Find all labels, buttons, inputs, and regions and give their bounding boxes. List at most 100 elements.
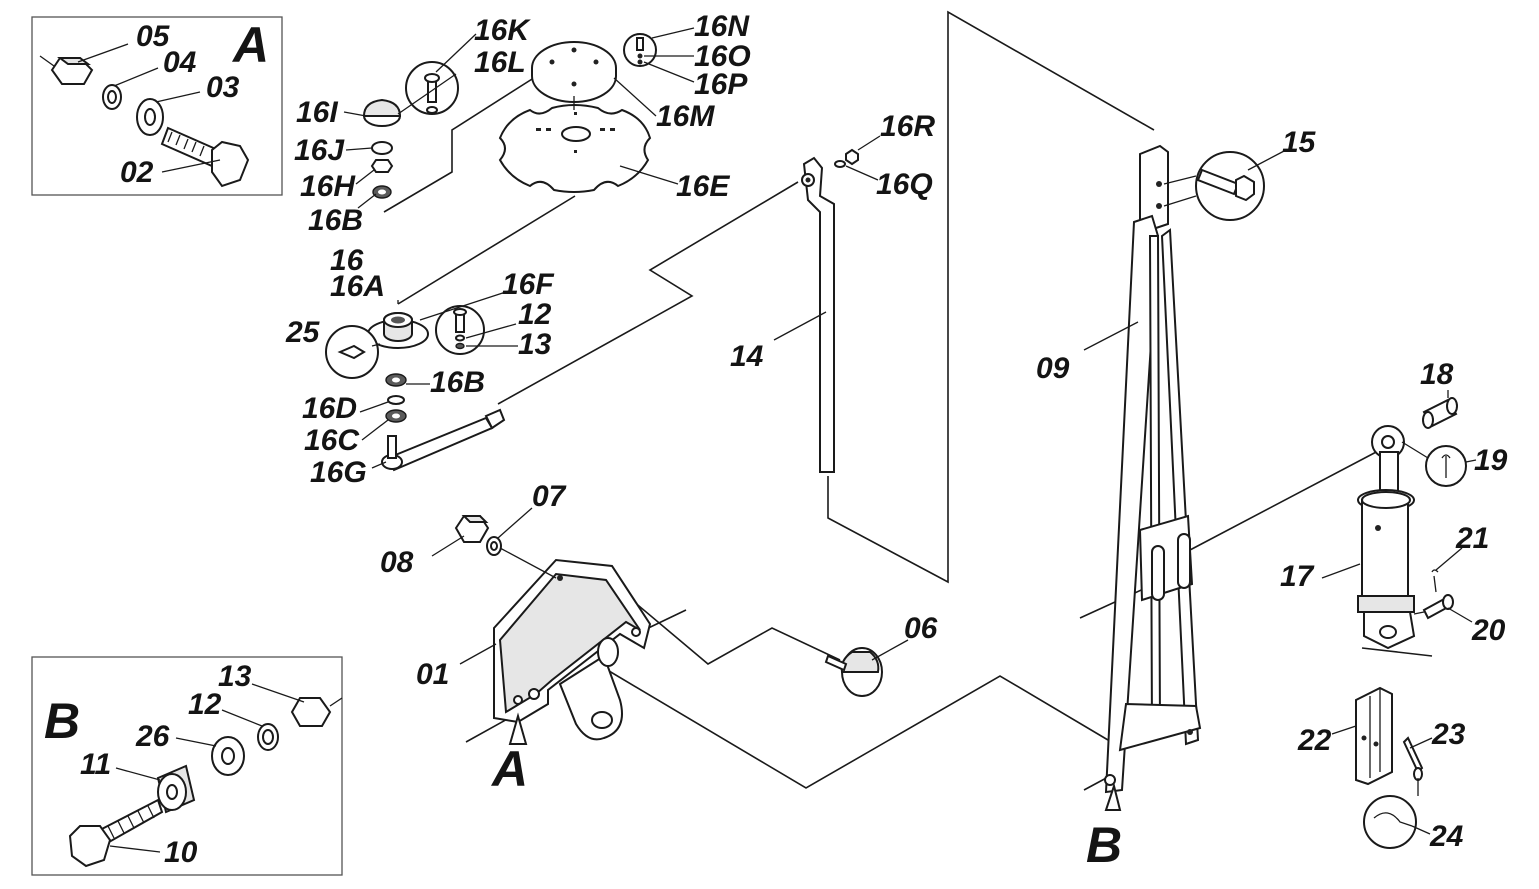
bracket-01: A 07 08 01 06 xyxy=(380,480,938,797)
leader-19 xyxy=(1465,459,1477,463)
label-16K: 16K xyxy=(474,14,531,47)
notched-disc-16E xyxy=(498,104,652,193)
axis-a xyxy=(39,55,55,67)
leader-16M xyxy=(613,77,657,117)
mast-hole xyxy=(1156,181,1162,187)
leader-07 xyxy=(497,507,533,539)
leader-15-link xyxy=(1163,175,1197,185)
leader-16R xyxy=(857,135,881,151)
label-10: 10 xyxy=(164,836,198,869)
disc-bolt-holes xyxy=(536,112,615,153)
shaft-16G xyxy=(386,416,494,472)
leader-16G xyxy=(371,461,387,469)
leader-15-link2 xyxy=(1163,195,1197,207)
leader-21 xyxy=(1435,547,1463,571)
label-25: 25 xyxy=(285,316,321,349)
channel-hole xyxy=(1373,741,1379,747)
disc-assembly: 16K 16L 16N 16O 16P 16I 16J 16H 16B 16M … xyxy=(294,10,751,237)
cylinder-port xyxy=(1375,525,1381,531)
label-13b: 13 xyxy=(218,660,252,693)
washer-16O xyxy=(637,53,643,59)
leader-16K xyxy=(435,33,477,73)
channel-hole xyxy=(1361,735,1367,741)
leader-16P xyxy=(643,61,695,83)
mast-09-right-leg xyxy=(1160,228,1200,746)
shaft-16G-pin xyxy=(387,435,397,459)
washer-16L xyxy=(426,106,438,114)
mast-hole xyxy=(1156,203,1162,209)
label-16M: 16M xyxy=(656,100,715,133)
channel-22 xyxy=(1355,686,1393,786)
mast-base-hole xyxy=(1187,729,1193,735)
bracket-01-inner xyxy=(498,572,641,714)
leader-16I xyxy=(343,111,367,117)
label-22: 22 xyxy=(1297,724,1332,757)
line-arm-to-mast xyxy=(827,10,1155,584)
label-16I: 16I xyxy=(296,96,338,129)
washer-12-hole xyxy=(262,729,274,745)
axis-07 xyxy=(499,547,557,579)
leader-24 xyxy=(1411,825,1431,835)
bolt-10-thread xyxy=(107,805,155,839)
leader-03 xyxy=(155,91,201,103)
channel-22-edge xyxy=(1369,688,1381,778)
cap-16I-dome xyxy=(362,98,402,117)
cylinder-base-ring xyxy=(1357,595,1415,613)
label-16R: 16R xyxy=(880,110,935,143)
label-07: 07 xyxy=(532,480,567,513)
marker-a: A xyxy=(490,741,528,797)
label-12-hub: 12 xyxy=(518,298,552,331)
pin-20-head xyxy=(1442,594,1454,610)
arm-14: 16R 16Q 14 xyxy=(730,110,935,473)
label-20: 20 xyxy=(1471,614,1506,647)
washer-03-hole xyxy=(144,108,156,126)
leader-09 xyxy=(1083,321,1139,351)
mast-09-left-leg xyxy=(1104,214,1160,794)
label-12b: 12 xyxy=(188,688,222,721)
nut-16R xyxy=(845,148,859,166)
marker-a-arrow xyxy=(508,712,528,745)
bolt-02-thread xyxy=(167,131,205,157)
washer-12-hub xyxy=(455,334,465,342)
arm-14-bolt-center xyxy=(805,177,811,183)
label-16J: 16J xyxy=(294,134,345,167)
leader-16Q xyxy=(845,165,879,181)
bolt-16N xyxy=(636,37,644,51)
leader-05 xyxy=(77,43,129,63)
leader-13 xyxy=(251,683,305,703)
label-01: 01 xyxy=(416,658,449,691)
label-16E: 16E xyxy=(676,170,730,203)
bracket-hole xyxy=(513,695,523,705)
mast-09: B 15 09 xyxy=(1036,126,1317,873)
nut-13 xyxy=(290,697,332,727)
pin-18-start xyxy=(1422,411,1434,429)
spacer-11-hole xyxy=(166,784,178,800)
label-16G: 16G xyxy=(310,456,367,489)
nut-08-face xyxy=(461,515,489,523)
callout-24 xyxy=(1363,795,1417,849)
leader-16N xyxy=(651,27,695,39)
label-24: 24 xyxy=(1429,820,1464,853)
cylinder-top xyxy=(1361,491,1411,509)
washer-16D xyxy=(387,395,405,405)
leader-23 xyxy=(1409,737,1433,749)
leader-20 xyxy=(1447,607,1473,623)
bracket-01-hole-bottom xyxy=(597,637,619,667)
washer-04-hole xyxy=(107,90,117,104)
washer-16J xyxy=(371,141,393,155)
nut-16P xyxy=(637,59,643,65)
leader-02 xyxy=(161,159,221,173)
label-23: 23 xyxy=(1431,718,1466,751)
leader-06 xyxy=(871,639,909,661)
label-16: 16 xyxy=(330,244,364,277)
label-03: 03 xyxy=(206,71,240,104)
callout-19-link xyxy=(1401,441,1429,459)
pin-18-end xyxy=(1446,397,1458,415)
leader-08 xyxy=(431,535,465,557)
line-cyl-bottom xyxy=(1361,647,1433,657)
label-16N: 16N xyxy=(694,10,750,43)
label-21: 21 xyxy=(1455,522,1489,555)
label-14: 14 xyxy=(730,340,764,373)
label-16O: 16O xyxy=(694,40,751,73)
